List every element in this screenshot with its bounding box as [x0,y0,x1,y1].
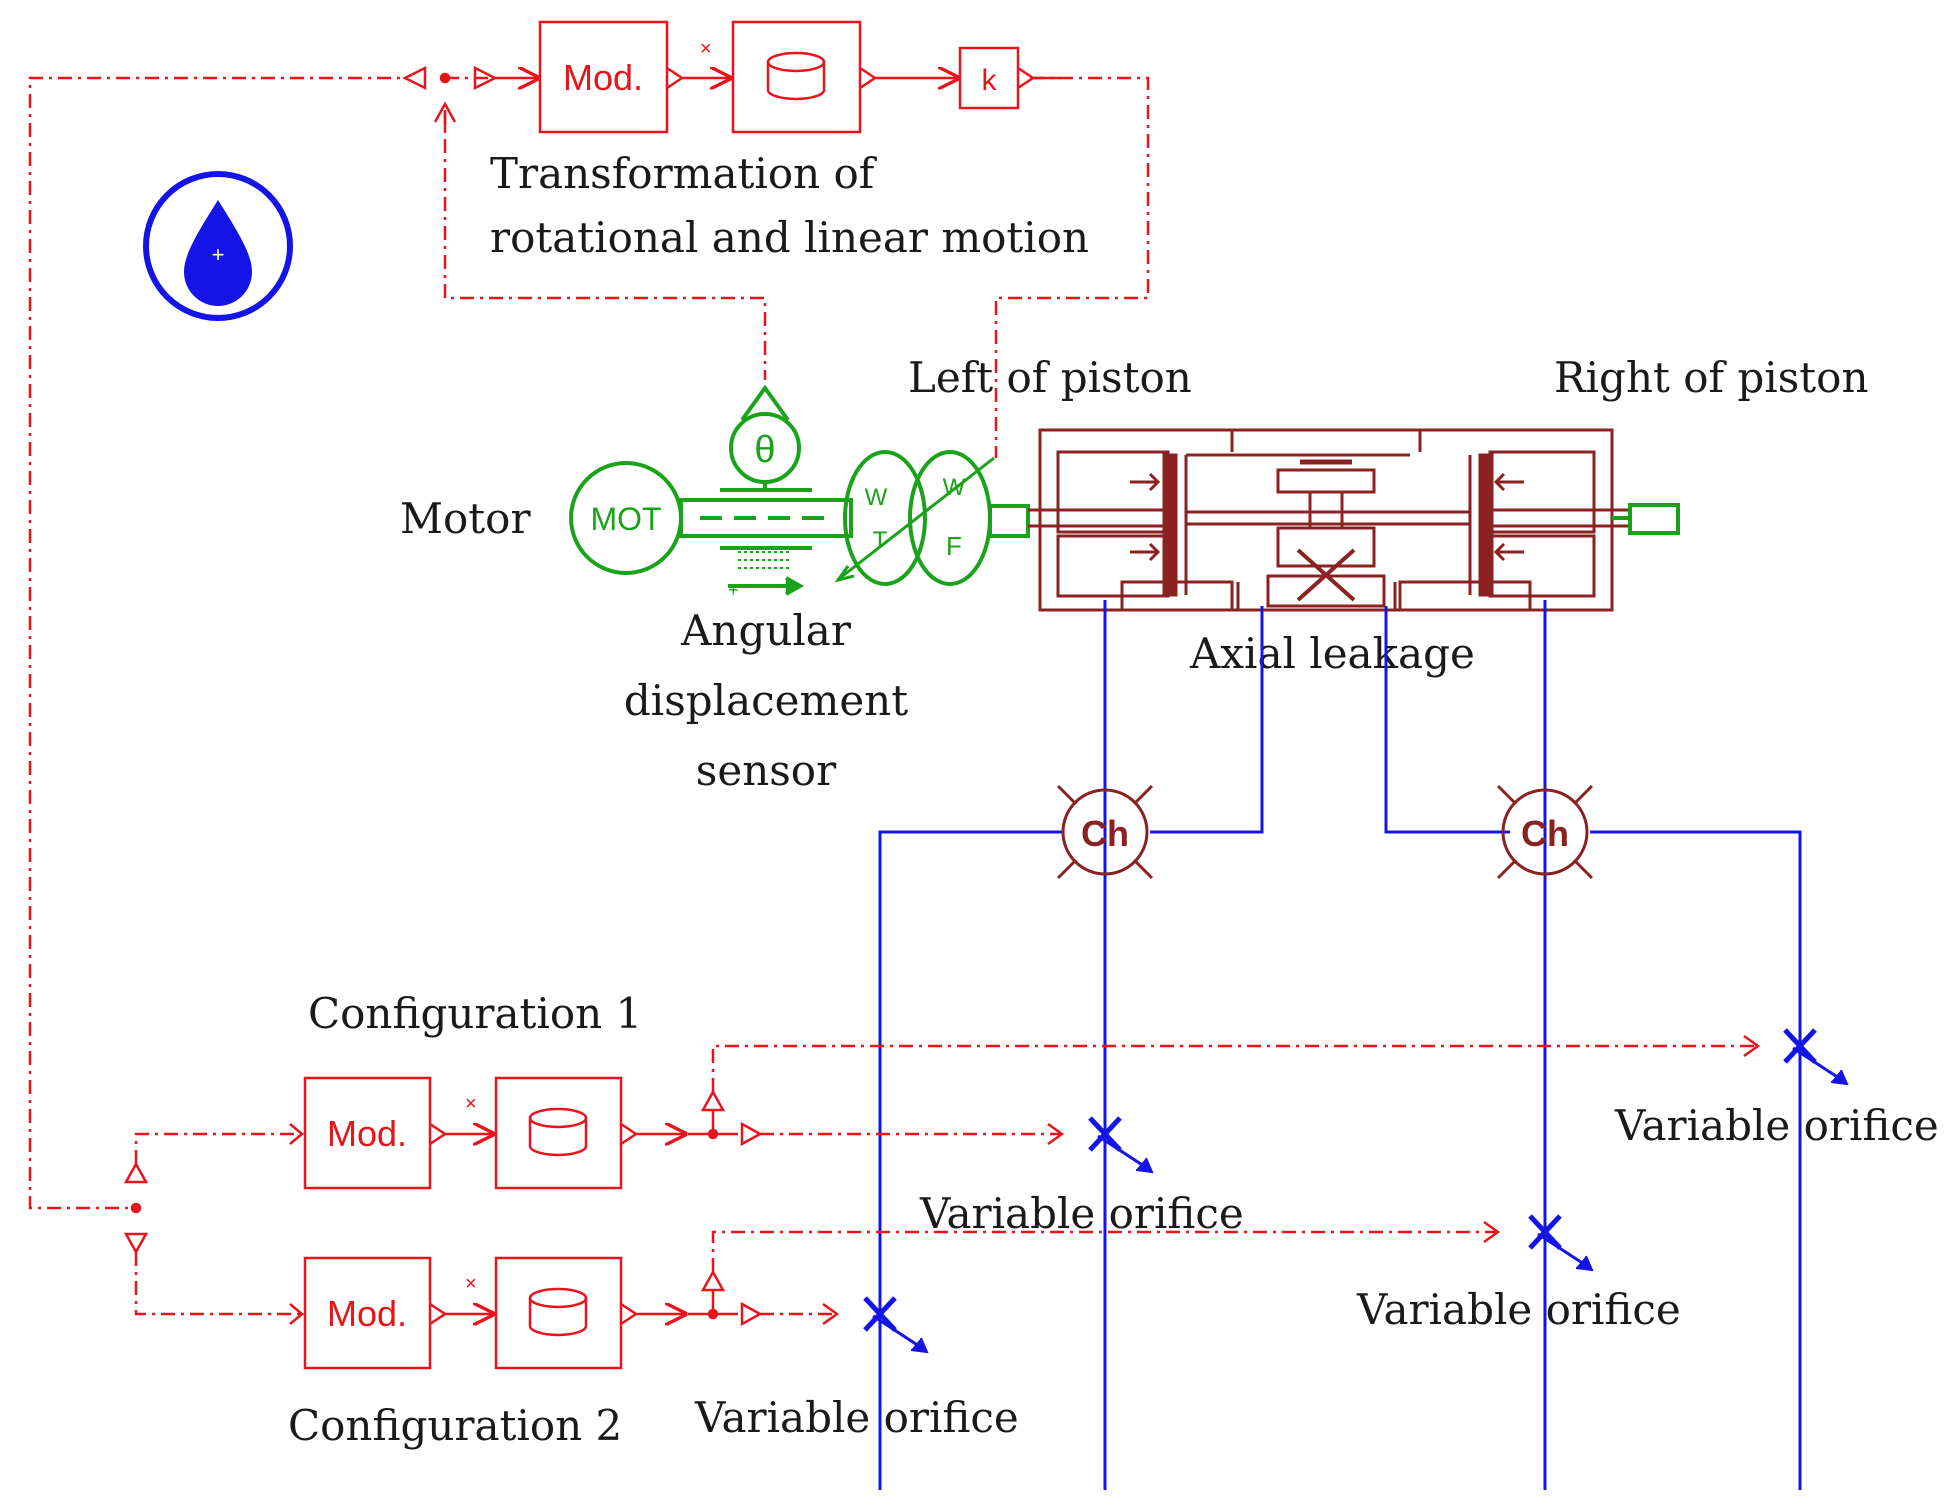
transformer-left [843,450,927,586]
configuration-chains [123,1034,1761,1370]
mod-block-config1 [303,1076,432,1190]
right-of-piston-label: Right of piston [1554,353,1869,402]
shaft [679,498,853,538]
motor-symbol: MOT [590,501,661,537]
table-block-config1 [494,1076,623,1190]
configuration-2-label: Configuration 2 [288,1401,622,1450]
chamber-right [1496,784,1594,880]
double-piston-cylinder [1028,428,1630,612]
transformer-w-left: W [865,484,888,511]
motor-label: Motor [400,494,531,543]
mod-block-top [538,20,669,134]
signal-line-to-transformer [994,76,1150,458]
top-signal-chain [28,20,1150,1210]
angular-label-line1: Angular [680,606,852,655]
signal-line-feedback [28,76,420,1210]
multiply-symbol-config1: × [465,1093,477,1115]
svg-text:+: + [212,242,225,267]
rod-end-right [1612,503,1680,535]
right-piston [1478,453,1494,597]
mod-block-config2 [303,1256,432,1370]
variable-orifice-label-1: Variable orifice [919,1189,1244,1238]
mod-label-config2: Mod. [327,1293,407,1334]
table-block-top [731,20,862,134]
variable-orifice-label-3: Variable orifice [1356,1285,1681,1334]
variable-orifice-3 [1528,1214,1594,1272]
chamber-right-label: Ch [1521,813,1569,854]
angle-symbol: θ [754,429,775,471]
transformer-w-right: W [943,474,966,501]
variable-orifice-2 [1783,1028,1849,1086]
shaft-and-sensor: + [679,384,1030,600]
signal-line-sensor [443,110,767,380]
gain-block-k [958,46,1020,110]
multiply-symbol-top: × [700,38,712,60]
chamber-left-label: Ch [1081,813,1129,854]
multiply-symbol-config2: × [465,1273,477,1295]
variable-orifice-1 [1088,1116,1154,1174]
angular-label-line2: displacement [624,676,908,725]
junction-arrow-left [402,65,427,91]
transformation-label-line1: Transformation of [490,149,878,198]
transformation-label-line2: rotational and linear motion [490,213,1089,262]
transformer-t: T [873,527,888,554]
left-piston [1162,453,1178,597]
left-of-piston-label: Left of piston [908,353,1192,402]
svg-text:+: + [728,580,739,600]
table-block-config2 [494,1256,623,1370]
mod-label-config1: Mod. [327,1113,407,1154]
transformer-f: F [946,531,962,561]
variable-orifice-4 [863,1296,929,1354]
variable-orifice-label-4: Variable orifice [694,1393,1019,1442]
droplet-icon: + [143,171,293,321]
gain-label: k [982,64,998,97]
mod-label-top: Mod. [563,57,643,98]
chamber-left [1056,784,1154,880]
angular-label-line3: sensor [696,746,837,795]
configuration-1-label: Configuration 1 [308,989,642,1038]
variable-orifice-label-2: Variable orifice [1614,1101,1939,1150]
axial-leakage-label: Axial leakage [1189,629,1475,678]
